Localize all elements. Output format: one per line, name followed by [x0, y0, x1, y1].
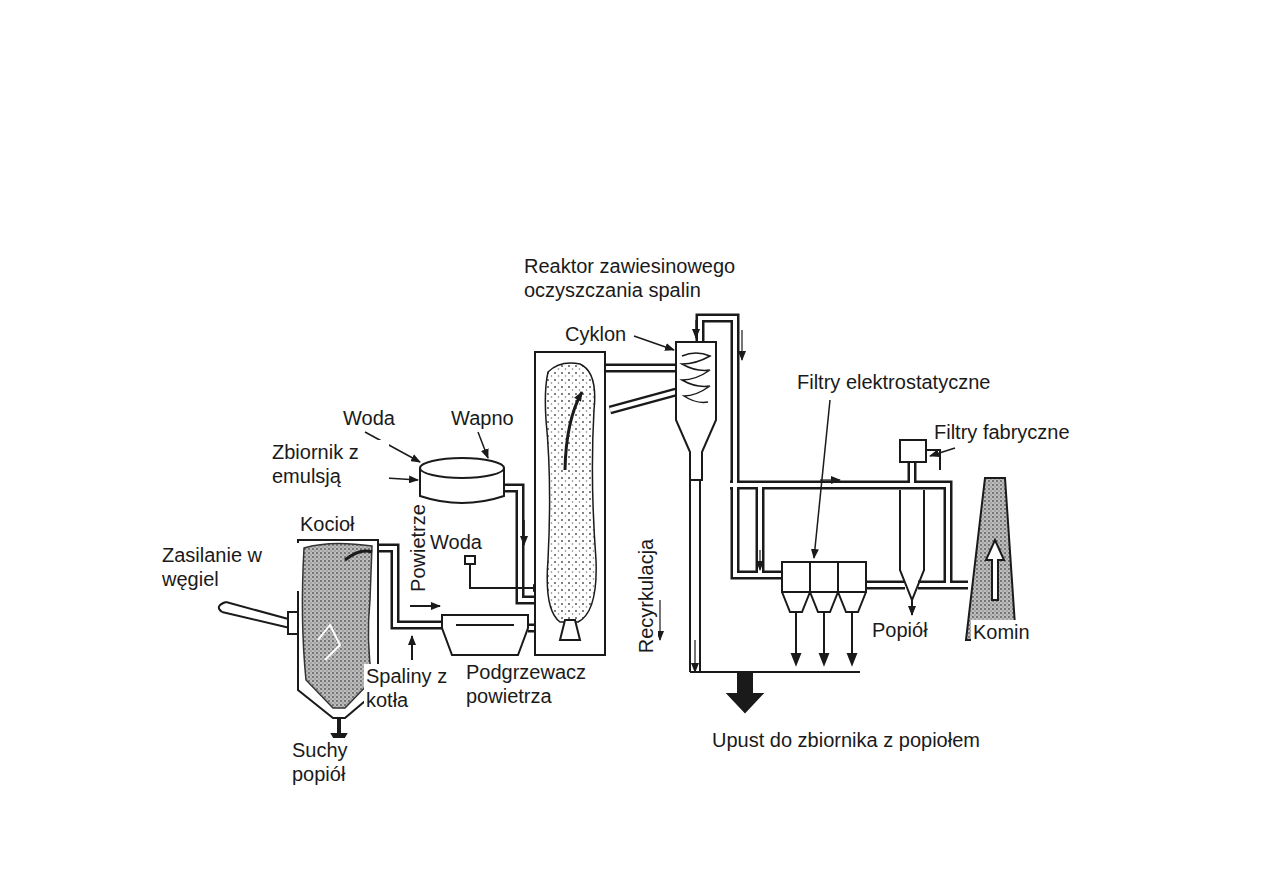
preheater-label: Podgrzewacz powietrza [464, 660, 643, 708]
inlet-label: Woda [341, 406, 397, 430]
chimney-label: Komin [971, 620, 1032, 644]
outlet-label: Upust do zbiornika z popiołem [710, 728, 982, 752]
recirculation-label: Recyrkulacja [634, 537, 658, 655]
cyclone-label: Cyklon [563, 322, 628, 346]
reactor-label: Reaktor zawiesinowego oczyszczania spali… [522, 254, 826, 302]
filter-label: Filtry fabryczne [932, 420, 1072, 444]
air-label: Powietrze [406, 502, 430, 594]
feed-label: Zasilanie w węgiel [160, 543, 299, 591]
boiler-label: Kocioł [298, 512, 356, 536]
tank-label: Zbiornik z emulsją [270, 440, 389, 488]
filter-label: Filtry elektrostatyczne [795, 370, 992, 394]
ash-label: Suchy popiół [290, 738, 379, 786]
ash-label: Popiół [870, 618, 930, 642]
inlet-label: Wapno [449, 406, 516, 430]
inlet-label: Woda [428, 530, 484, 554]
flue-gas-label: Spaliny z kotła [364, 664, 463, 712]
